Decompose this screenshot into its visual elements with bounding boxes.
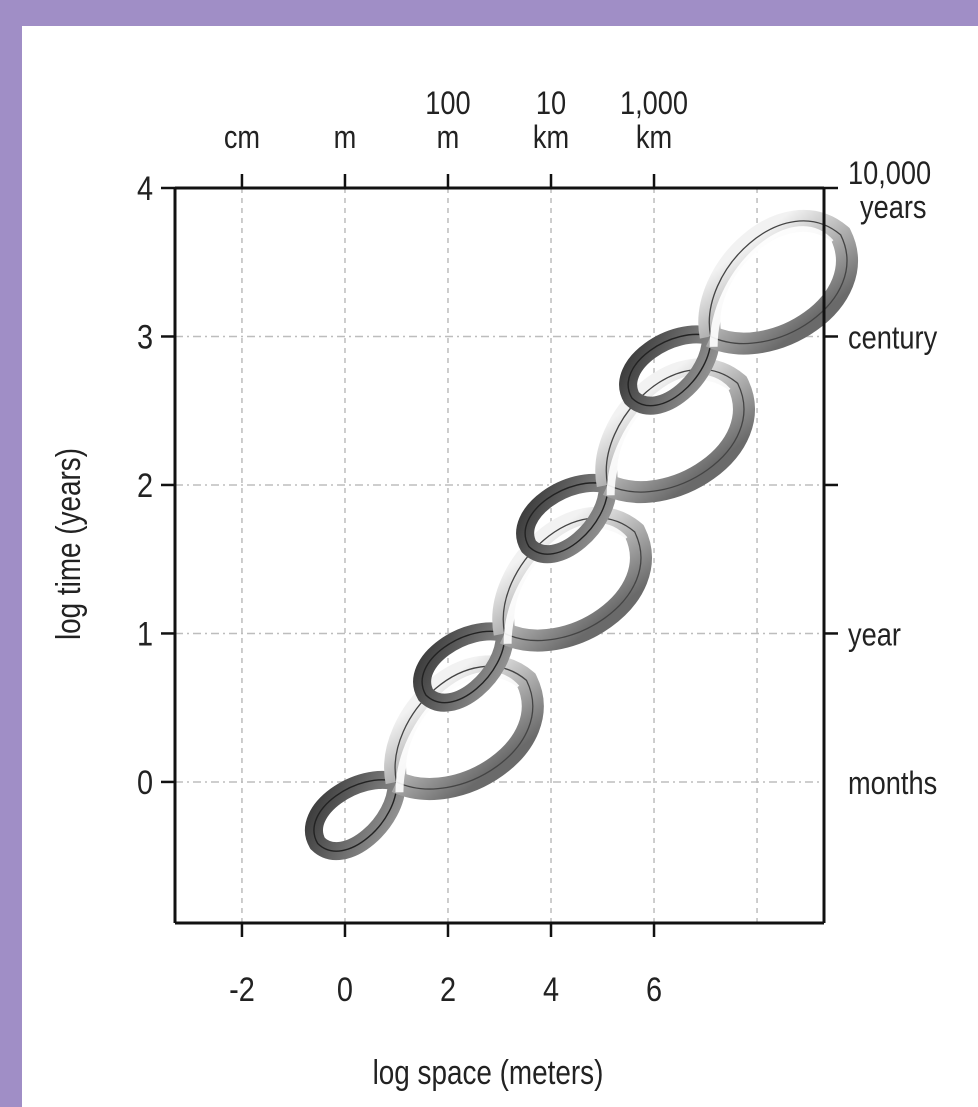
x-tick-label: -2 [229, 970, 255, 1009]
x-tick-label: 6 [646, 970, 662, 1009]
chart-panel: log space (meters) log time (years) 0 1 2 3… [22, 26, 978, 1107]
y-tick-label: 2 [137, 466, 153, 505]
x-axis-label: log space (meters) [373, 1053, 604, 1091]
infinity-highlight [709, 226, 834, 347]
data-marks [305, 210, 858, 860]
right-tick-label: years [860, 190, 927, 226]
infinity-marker [516, 358, 755, 563]
infinity-left-outline [524, 482, 609, 555]
axes [161, 174, 838, 937]
top-tick-label: 10 [536, 86, 566, 122]
infinity-right-outline [708, 220, 848, 345]
right-tick-label: century [848, 320, 937, 356]
x-tick-label: 4 [543, 970, 559, 1009]
infinity-right-outline [605, 368, 745, 493]
top-tick-label: m [334, 120, 357, 156]
infinity-left-outline [627, 333, 712, 407]
y-tick-label: 0 [137, 763, 153, 802]
right-tick-label: months [848, 766, 937, 802]
x-tick-label: 0 [337, 970, 353, 1009]
top-tick-label: km [533, 120, 569, 156]
y-tick-label: 1 [137, 614, 153, 653]
infinity-right-outline [394, 665, 534, 790]
y-tick-label: 3 [137, 317, 153, 356]
top-tick-label: cm [224, 120, 260, 156]
axis-labels: log space (meters) log time (years) 0 1 2 3… [49, 86, 937, 1092]
infinity-right-outline [502, 517, 642, 642]
infinity-left-outline [313, 779, 398, 852]
x-tick-label: 2 [440, 970, 456, 1009]
infinity-marker [619, 210, 858, 415]
infinity-left-outline [421, 630, 506, 704]
right-tick-label: 10,000 [848, 156, 931, 192]
y-axis-label: log time (years) [49, 448, 87, 640]
y-tick-label: 4 [137, 169, 153, 208]
top-tick-label: m [437, 120, 460, 156]
top-tick-label: 1,000 [620, 86, 688, 122]
top-tick-label: 100 [425, 86, 470, 122]
right-tick-label: year [848, 617, 901, 653]
top-tick-label: km [636, 120, 672, 156]
chart: log space (meters) log time (years) 0 1 2 3… [49, 86, 937, 1092]
